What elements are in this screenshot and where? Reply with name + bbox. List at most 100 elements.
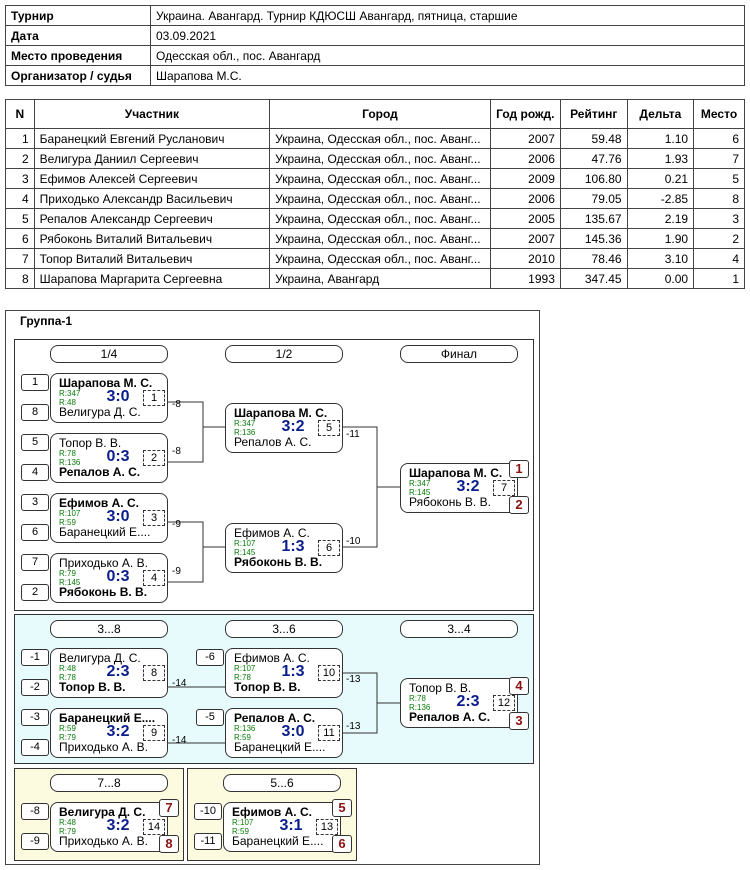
match-score: 1:3 <box>281 538 305 555</box>
player-top-rating: R:107 <box>232 818 254 827</box>
table-cell: 1 <box>693 268 745 289</box>
player-bottom-name: Репалов А. С. <box>59 466 141 479</box>
column-header[interactable]: Участник <box>33 99 271 129</box>
place-badge: 4 <box>509 677 529 695</box>
loser-next-label: -8 <box>172 446 181 457</box>
loser-next-label: -13 <box>346 674 361 685</box>
match-score: 3:1 <box>279 817 303 834</box>
round-header-3-8: 3...8 <box>50 620 168 638</box>
place-badge: 2 <box>509 496 529 514</box>
match-score: 3:2 <box>106 817 130 834</box>
consolation-3-8-panel: 3...8 3...6 3...4 -1 -2 -3 -4 -6 -5 Вели… <box>14 614 534 764</box>
seed-box: 2 <box>21 584 49 601</box>
place-badge: 1 <box>509 460 529 478</box>
player-top-rating: R:78 <box>59 449 76 458</box>
table-cell: 1.10 <box>626 128 695 149</box>
seed-box: 4 <box>21 464 49 481</box>
player-bottom-name: Велигура Д. С. <box>59 406 141 419</box>
loser-next-label: -9 <box>172 519 181 530</box>
table-cell: 1.90 <box>626 228 695 249</box>
seed-box: -11 <box>194 833 222 850</box>
player-bottom-name: Рябоконь В. В. <box>234 556 323 569</box>
table-cell: 1.93 <box>626 148 695 169</box>
table-cell: 0.00 <box>626 268 695 289</box>
column-header[interactable]: Год рожд. <box>489 99 561 129</box>
match-number: 1 <box>143 390 165 406</box>
player-top-rating: R:347 <box>409 479 431 488</box>
column-header[interactable]: N <box>5 99 35 129</box>
table-cell: Топор Виталий Витальевич <box>33 248 271 269</box>
player-bottom-name: Рябоконь В. В. <box>59 586 148 599</box>
table-cell: 2007 <box>489 228 561 249</box>
table-cell: Украина, Одесская обл., пос. Аванг... <box>269 228 491 249</box>
player-bottom-name: Рябоконь В. В. <box>409 496 491 509</box>
table-cell: 47.76 <box>559 148 628 169</box>
player-top-rating: R:136 <box>234 724 256 733</box>
player-bottom-name: Приходько А. В. <box>59 835 148 848</box>
match-score: 3:2 <box>456 478 480 495</box>
column-header[interactable]: Дельта <box>626 99 695 129</box>
round-header-7-8: 7...8 <box>50 774 168 792</box>
table-cell: 2005 <box>489 208 561 229</box>
table-cell: 78.46 <box>559 248 628 269</box>
loser-next-label: -11 <box>346 429 360 440</box>
info-key: Место проведения <box>5 45 151 66</box>
player-bottom-rating: R:78 <box>234 673 251 682</box>
table-cell: 7 <box>5 248 35 269</box>
table-cell: Украина, Одесская обл., пос. Аванг... <box>269 188 491 209</box>
player-bottom-name: Баранецкий Е.... <box>59 526 151 539</box>
round-header-3-6: 3...6 <box>225 620 343 638</box>
player-top-rating: R:107 <box>59 509 81 518</box>
loser-next-label: -14 <box>172 735 187 746</box>
player-bottom-name: Топор В. В. <box>59 681 126 694</box>
group-bracket: Группа-1 1/4 1/2 Финал 1 8 5 4 3 6 7 2 Ш… <box>5 310 540 865</box>
match-score: 3:0 <box>106 508 130 525</box>
player-top-rating: R:59 <box>59 724 76 733</box>
player-bottom-name: Баранецкий Е.... <box>234 741 326 754</box>
table-cell: 2010 <box>489 248 561 269</box>
bracket-lines <box>167 401 400 583</box>
player-bottom-rating: R:136 <box>409 703 431 712</box>
column-header[interactable]: Город <box>269 99 491 129</box>
table-cell: 6 <box>5 228 35 249</box>
table-cell: 79.05 <box>559 188 628 209</box>
seed-box: 5 <box>21 434 49 451</box>
player-bottom-name: Топор В. В. <box>234 681 301 694</box>
table-cell: Украина, Одесская обл., пос. Аванг... <box>269 248 491 269</box>
round-header-3-4: 3...4 <box>400 620 518 638</box>
player-bottom-name: Репалов А. С. <box>409 711 491 724</box>
table-cell: 5 <box>693 168 745 189</box>
player-bottom-rating: R:145 <box>59 578 81 587</box>
column-header[interactable]: Место <box>693 99 745 129</box>
column-header[interactable]: Рейтинг <box>559 99 628 129</box>
table-cell: Украина, Одесская обл., пос. Аванг... <box>269 208 491 229</box>
match-score: 3:2 <box>106 723 130 740</box>
